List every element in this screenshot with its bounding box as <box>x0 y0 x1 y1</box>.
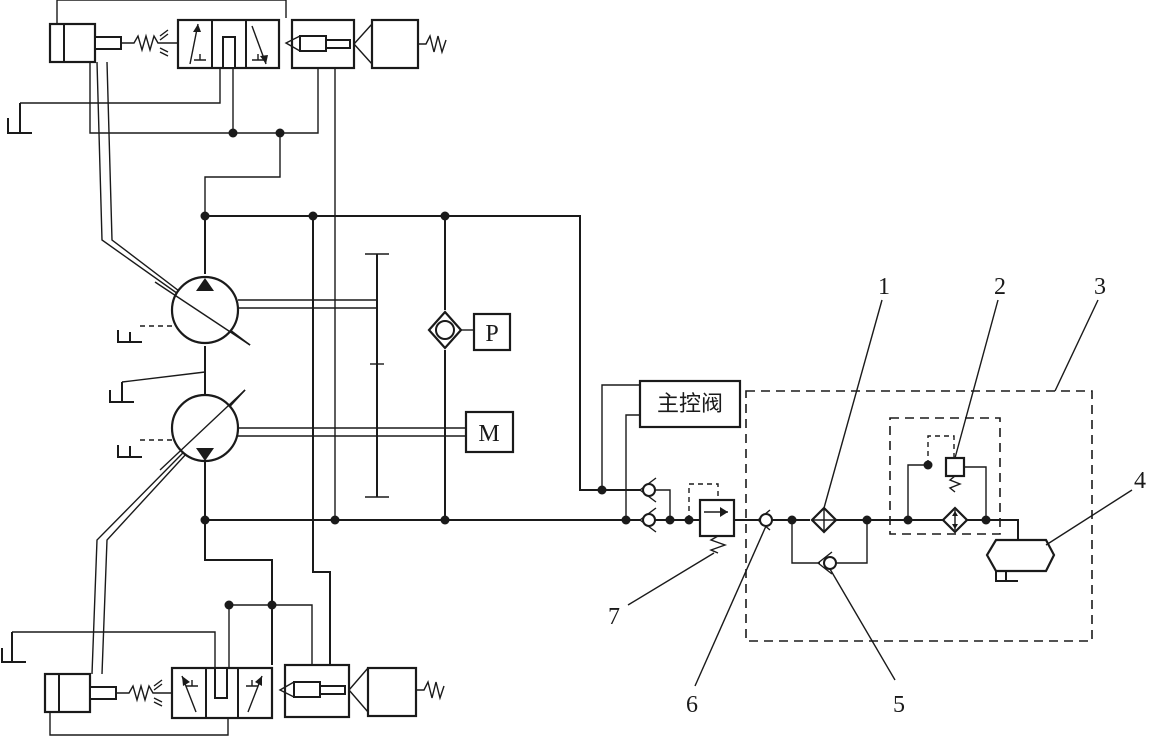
bottom-pilot-cylinder <box>366 666 418 718</box>
filter-1 <box>810 506 908 534</box>
junction-dots <box>200 128 991 610</box>
bypass-check-5 <box>791 520 868 575</box>
callout-3: 3 <box>1054 274 1106 392</box>
callout-2: 2 <box>954 274 1006 459</box>
bottom-valve-spring <box>153 679 163 707</box>
bottom-cylinder <box>43 672 92 714</box>
callout-1: 1 <box>823 274 890 509</box>
lower-pump-tank <box>117 445 142 458</box>
main-control-valve-label: 主控阀 <box>657 392 723 417</box>
top-piston-rod <box>94 36 122 50</box>
upper-pump-tank <box>117 330 142 343</box>
svg-text:3: 3 <box>1094 274 1106 300</box>
pump-p-label: P <box>485 321 498 347</box>
bottom-pilot-spring <box>416 679 445 701</box>
motor-m-box <box>464 410 515 454</box>
main-control-valve <box>638 379 742 429</box>
bottom-spring <box>116 683 172 703</box>
top-left-tank <box>7 68 221 134</box>
top-spring <box>121 33 178 53</box>
top-servo-assembly <box>48 0 447 70</box>
pipe-network <box>89 61 640 675</box>
svg-text:1: 1 <box>878 274 890 300</box>
reservoir-4 <box>985 538 1056 582</box>
relief-valve-7 <box>688 483 760 554</box>
callout-7: 7 <box>608 552 715 630</box>
variable-pump-upper <box>138 275 251 346</box>
top-pilot-cylinder <box>370 18 420 70</box>
pump-p-check <box>427 310 474 350</box>
drive-shaft <box>238 253 466 498</box>
pump-p-box <box>472 312 512 352</box>
top-valve-spring <box>159 29 169 57</box>
case-drain-tank <box>109 371 206 403</box>
callout-4: 4 <box>1045 468 1146 546</box>
bottom-piston-rod <box>89 686 117 700</box>
callout-5: 5 <box>829 568 905 718</box>
top-pilot-spring <box>418 33 447 55</box>
svg-text:2: 2 <box>994 274 1006 300</box>
filter-assembly-2 <box>889 417 1019 540</box>
svg-text:7: 7 <box>608 604 620 630</box>
bottom-left-tank <box>1 631 216 668</box>
svg-text:5: 5 <box>893 692 905 718</box>
charge-unit-boundary-3 <box>745 390 1093 642</box>
bottom-servo-assembly <box>43 663 445 736</box>
svg-text:6: 6 <box>686 692 698 718</box>
top-cylinder <box>48 22 97 64</box>
motor-m-label: M <box>478 421 499 447</box>
callout-6: 6 <box>686 525 767 718</box>
variable-pump-lower <box>138 389 246 471</box>
svg-text:4: 4 <box>1134 468 1146 494</box>
